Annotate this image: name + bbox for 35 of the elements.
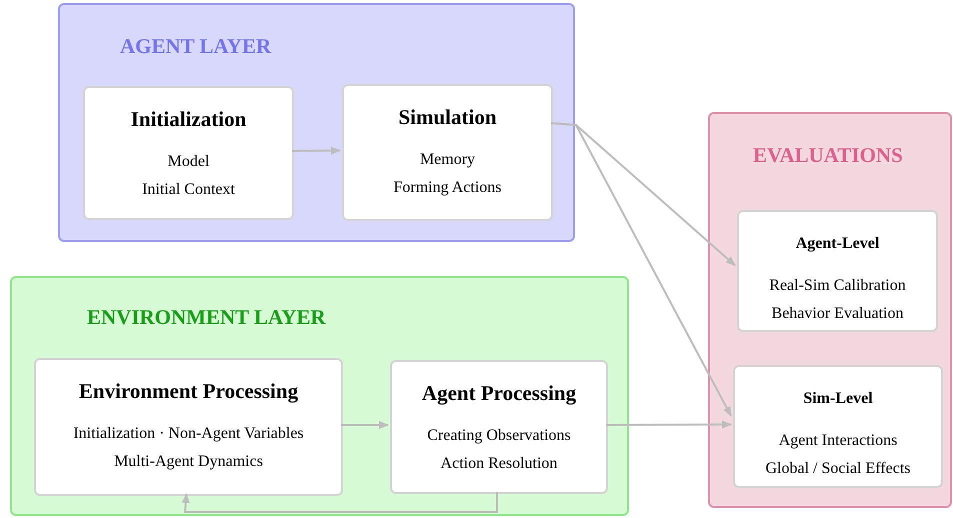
box-text: Action Resolution <box>440 454 558 474</box>
process-box <box>342 84 553 221</box>
box-heading: Agent Processing <box>422 380 576 407</box>
layer-title: ENVIRONMENT LAYER <box>87 304 326 331</box>
layer-panel <box>708 112 952 508</box>
arrow <box>341 421 389 429</box>
box-heading: Environment Processing <box>78 378 298 405</box>
box-text: Multi-Agent Dynamics <box>114 452 263 472</box>
process-box <box>733 365 943 488</box>
box-heading: Agent-Level <box>796 234 880 254</box>
box-heading: Simulation <box>398 104 497 131</box>
box-text: Memory <box>420 150 476 170</box>
arrow <box>550 122 732 417</box>
arrow <box>606 420 732 429</box>
box-text: Forming Actions <box>393 178 502 198</box>
process-box <box>34 358 343 496</box>
box-heading: Initialization <box>130 106 246 133</box>
process-box <box>737 210 938 332</box>
box-text: Global / Social Effects <box>766 459 910 479</box>
box-text: Real-Sim Calibration <box>769 276 906 296</box>
layer-title: AGENT LAYER <box>120 33 272 60</box>
box-text: Initial Context <box>142 180 235 200</box>
box-text: Agent Interactions <box>778 431 898 451</box>
arrow <box>292 146 341 155</box>
box-text: Initialization · Non-Agent Variables <box>73 424 304 444</box>
box-heading: Sim-Level <box>803 389 873 409</box>
box-text: Creating Observations <box>427 426 571 446</box>
arrow <box>182 492 498 513</box>
layer-panel <box>58 3 575 242</box>
process-box <box>390 360 608 494</box>
layer-title: EVALUATIONS <box>753 142 903 169</box>
box-text: Behavior Evaluation <box>772 304 904 324</box>
layer-panel <box>10 276 629 516</box>
box-text: Model <box>168 152 210 172</box>
process-box <box>83 86 294 220</box>
